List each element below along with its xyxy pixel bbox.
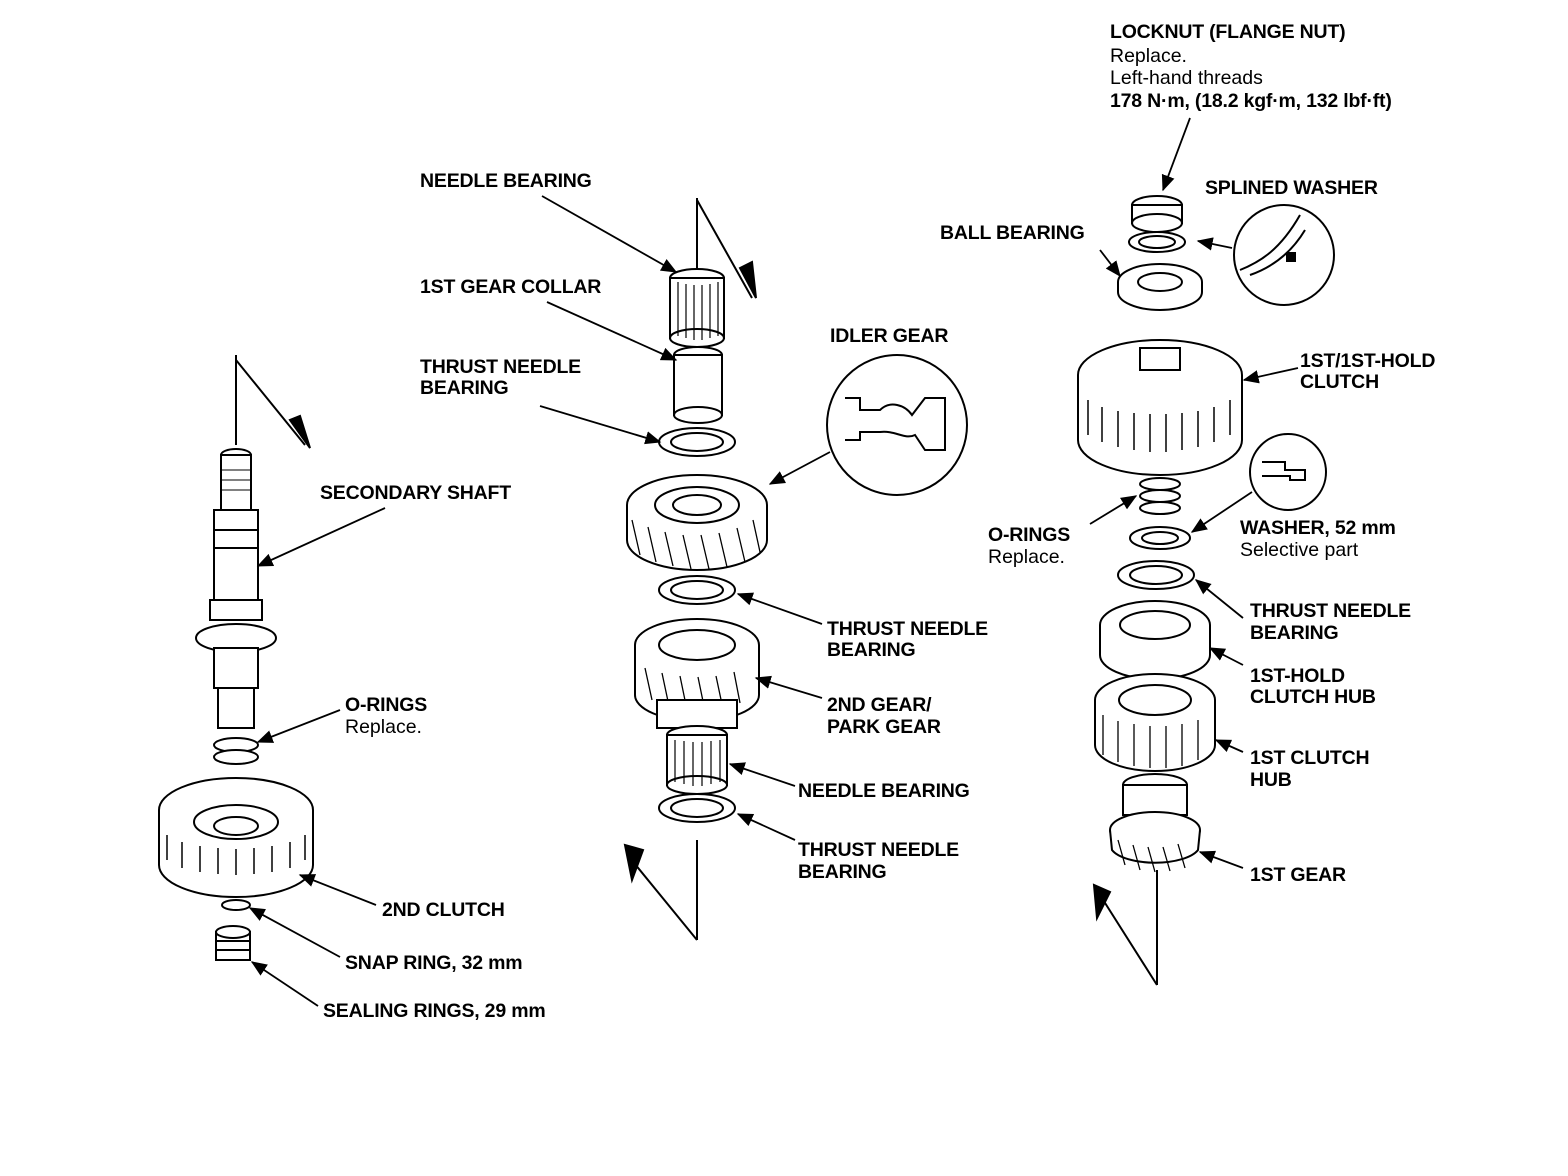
first-gear-collar-part	[673, 346, 723, 424]
label-first-gear: 1ST GEAR	[1250, 864, 1346, 886]
secondary-shaft-part	[195, 448, 277, 729]
label-first-first-hold-clutch-l1: 1ST/1ST-HOLD	[1300, 350, 1435, 372]
thrust-needle-bearing-lower-part	[658, 793, 736, 823]
o-rings-right-part	[1139, 477, 1181, 515]
o-rings-left-part	[213, 737, 259, 765]
label-locknut-note1: Replace.	[1110, 45, 1187, 67]
splined-washer-detail-circle	[1233, 204, 1335, 306]
label-sealing-rings: SEALING RINGS, 29 mm	[323, 1000, 545, 1022]
right-axis-line-bottom	[1099, 870, 1158, 986]
needle-bearing-top-part	[669, 268, 725, 348]
middle-axis-line-top	[696, 198, 753, 299]
label-thrust-needle-bearing-lower-l1: THRUST NEEDLE	[798, 839, 959, 861]
first-gear-part	[1109, 773, 1201, 873]
label-needle-bearing-top: NEEDLE BEARING	[420, 170, 592, 192]
middle-axis-line-bottom	[629, 840, 698, 941]
left-axis-arrowhead	[288, 414, 311, 449]
label-thrust-needle-bearing-lower-l2: BEARING	[798, 861, 887, 883]
label-thrust-needle-bearing-upper-l1: THRUST NEEDLE	[420, 356, 581, 378]
label-ball-bearing: BALL BEARING	[940, 222, 1085, 244]
label-first-gear-collar: 1ST GEAR COLLAR	[420, 276, 601, 298]
part-labels: LOCKNUT (FLANGE NUT) Replace. Left-hand …	[320, 21, 1436, 1022]
washer-52-part	[1129, 526, 1191, 550]
label-o-rings-left: O-RINGS	[345, 694, 427, 716]
right-axis-arrowhead-bottom	[1092, 883, 1112, 922]
splined-washer-part	[1128, 231, 1186, 253]
label-idler-gear: IDLER GEAR	[830, 325, 948, 347]
label-needle-bearing-lower: NEEDLE BEARING	[798, 780, 970, 802]
label-second-clutch: 2ND CLUTCH	[382, 899, 505, 921]
middle-axis-arrowhead-bottom	[623, 843, 645, 884]
label-o-rings-left-note: Replace.	[345, 716, 422, 738]
first-first-hold-clutch-part	[1077, 339, 1243, 476]
label-locknut-note2: Left-hand threads	[1110, 67, 1263, 89]
first-clutch-hub-part	[1094, 673, 1216, 772]
snap-ring-part	[221, 899, 251, 911]
second-clutch-part	[158, 777, 314, 898]
label-second-gear-park-gear-l2: PARK GEAR	[827, 716, 941, 738]
secondary-shaft-assembly	[158, 355, 314, 961]
label-o-rings-right-note: Replace.	[988, 546, 1065, 568]
first-hold-clutch-hub-part	[1099, 600, 1211, 680]
label-first-hold-clutch-hub-l1: 1ST-HOLD	[1250, 665, 1345, 687]
ball-bearing-part	[1117, 263, 1203, 311]
label-snap-ring: SNAP RING, 32 mm	[345, 952, 522, 974]
idler-gear-detail-circle	[826, 354, 968, 496]
needle-bearing-lower-part	[666, 725, 728, 795]
washer-detail-circle	[1249, 433, 1327, 511]
first-clutch-assembly	[1077, 195, 1335, 986]
left-axis-line	[235, 355, 306, 446]
label-first-first-hold-clutch-l2: CLUTCH	[1300, 371, 1379, 393]
idler-assembly	[623, 198, 968, 941]
label-locknut-torque: 178 N·m, (18.2 kgf·m, 132 lbf·ft)	[1110, 90, 1392, 112]
label-thrust-needle-bearing-right-l2: BEARING	[1250, 622, 1339, 644]
label-first-clutch-hub-l1: 1ST CLUTCH	[1250, 747, 1369, 769]
label-thrust-needle-bearing-right-l1: THRUST NEEDLE	[1250, 600, 1411, 622]
label-o-rings-right: O-RINGS	[988, 524, 1070, 546]
thrust-needle-bearing-mid-part	[658, 575, 736, 605]
second-gear-park-gear-part	[634, 618, 760, 729]
label-first-hold-clutch-hub-l2: CLUTCH HUB	[1250, 686, 1376, 708]
middle-axis-arrowhead-top	[738, 260, 757, 299]
label-thrust-needle-bearing-upper-l2: BEARING	[420, 377, 509, 399]
leader-lines	[248, 117, 1299, 1007]
label-thrust-needle-bearing-mid-l1: THRUST NEEDLE	[827, 618, 988, 640]
label-thrust-needle-bearing-mid-l2: BEARING	[827, 639, 916, 661]
label-second-gear-park-gear-l1: 2ND GEAR/	[827, 694, 932, 716]
label-first-clutch-hub-l2: HUB	[1250, 769, 1292, 791]
label-washer-52: WASHER, 52 mm	[1240, 517, 1396, 539]
label-secondary-shaft: SECONDARY SHAFT	[320, 482, 511, 504]
label-washer-52-note: Selective part	[1240, 539, 1359, 561]
label-splined-washer: SPLINED WASHER	[1205, 177, 1378, 199]
thrust-needle-bearing-upper-part	[658, 427, 736, 457]
label-locknut-title: LOCKNUT (FLANGE NUT)	[1110, 21, 1345, 43]
thrust-needle-bearing-right-part	[1117, 560, 1195, 590]
sealing-rings-part	[215, 925, 251, 961]
locknut-part	[1131, 195, 1183, 233]
idler-gear-part	[626, 474, 768, 571]
